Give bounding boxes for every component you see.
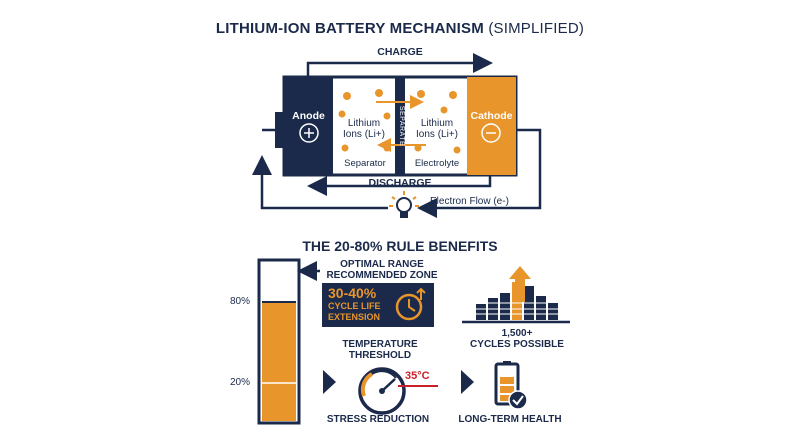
page-title: LITHIUM-ION BATTERY MECHANISM (SIMPLIFIE…: [0, 20, 800, 37]
lithium-ions: [338, 89, 461, 154]
temperature-label: TEMPERATURE THRESHOLD: [342, 339, 418, 361]
separator-label: Separator: [344, 158, 386, 169]
discharge-label: DISCHARGE: [368, 177, 432, 189]
cathode-label: Cathode: [470, 110, 513, 122]
cycle-life-text: 30-40% CYCLE LIFE EXTENSION: [328, 285, 381, 323]
level-20-label: 20%: [230, 377, 251, 388]
charge-label: CHARGE: [377, 46, 423, 58]
chevron-right-icon: [461, 370, 474, 394]
discharge-arrow: [307, 175, 492, 196]
electron-flow-right: [417, 128, 542, 218]
battery-health-icon: [494, 361, 528, 410]
optimal-range-label: OPTIMAL RANGE RECOMMENDED ZONE: [326, 259, 438, 281]
up-arrow-icon: [509, 266, 531, 302]
electron-flow-left: [252, 155, 388, 210]
electron-flow-label: Electron Flow (e-): [430, 196, 509, 207]
electrolyte-label: Electrolyte: [414, 158, 460, 169]
separator-vertical-label: SEPARATE: [398, 105, 405, 147]
temperature-value: 35°C: [405, 370, 430, 382]
level-80-label: 80%: [230, 296, 251, 307]
stress-reduction-label: STRESS REDUCTION: [326, 414, 430, 425]
benefits-heading: THE 20-80% RULE BENEFITS: [302, 238, 498, 254]
minus-icon: [481, 123, 501, 143]
clock-icon: [395, 293, 423, 321]
ions-left-label: Lithium Ions (Li+): [343, 118, 385, 140]
long-term-health-label: LONG-TERM HEALTH: [458, 414, 562, 425]
anode-label: Anode: [292, 110, 325, 122]
gauge-fill: [262, 302, 296, 421]
title-sub: (SIMPLIFIED): [488, 20, 585, 37]
battery-terminal: [275, 112, 285, 148]
charge-arrow: [306, 53, 493, 77]
cathode-block: [467, 77, 516, 175]
cycles-label: 1,500+ CYCLES POSSIBLE: [470, 328, 564, 350]
check-icon: [508, 390, 528, 410]
chevron-right-icon: [323, 370, 336, 394]
lightbulb-icon: [389, 191, 419, 218]
plus-icon: [299, 123, 319, 143]
charge-gauge: [257, 258, 301, 425]
anode-block: [284, 77, 333, 175]
temperature-gauge-icon: [358, 367, 438, 415]
separator-bar: [395, 77, 405, 175]
title-main: LITHIUM-ION BATTERY MECHANISM: [215, 20, 484, 37]
ions-right-label: Lithium Ions (Li+): [416, 118, 458, 140]
cycle-life-box: [322, 283, 434, 327]
